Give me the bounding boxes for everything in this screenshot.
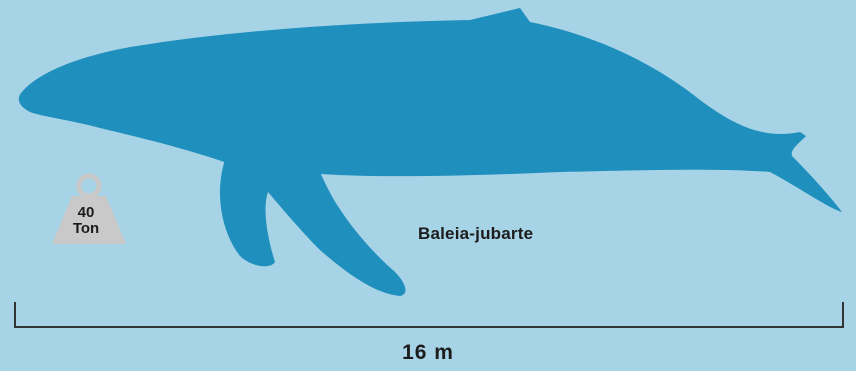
weight-label: 40 Ton [60, 205, 112, 237]
whale-body [19, 8, 842, 212]
weight-unit: Ton [60, 221, 112, 237]
scale-tick-right [842, 302, 844, 328]
whale-pectoral-fin [220, 160, 405, 296]
scale-line [14, 326, 844, 328]
length-label: 16 m [0, 341, 856, 365]
weight-value: 40 [60, 205, 112, 221]
length-scale-bar [14, 302, 844, 328]
scale-tick-left [14, 302, 16, 328]
species-label: Baleia-jubarte [418, 224, 533, 244]
